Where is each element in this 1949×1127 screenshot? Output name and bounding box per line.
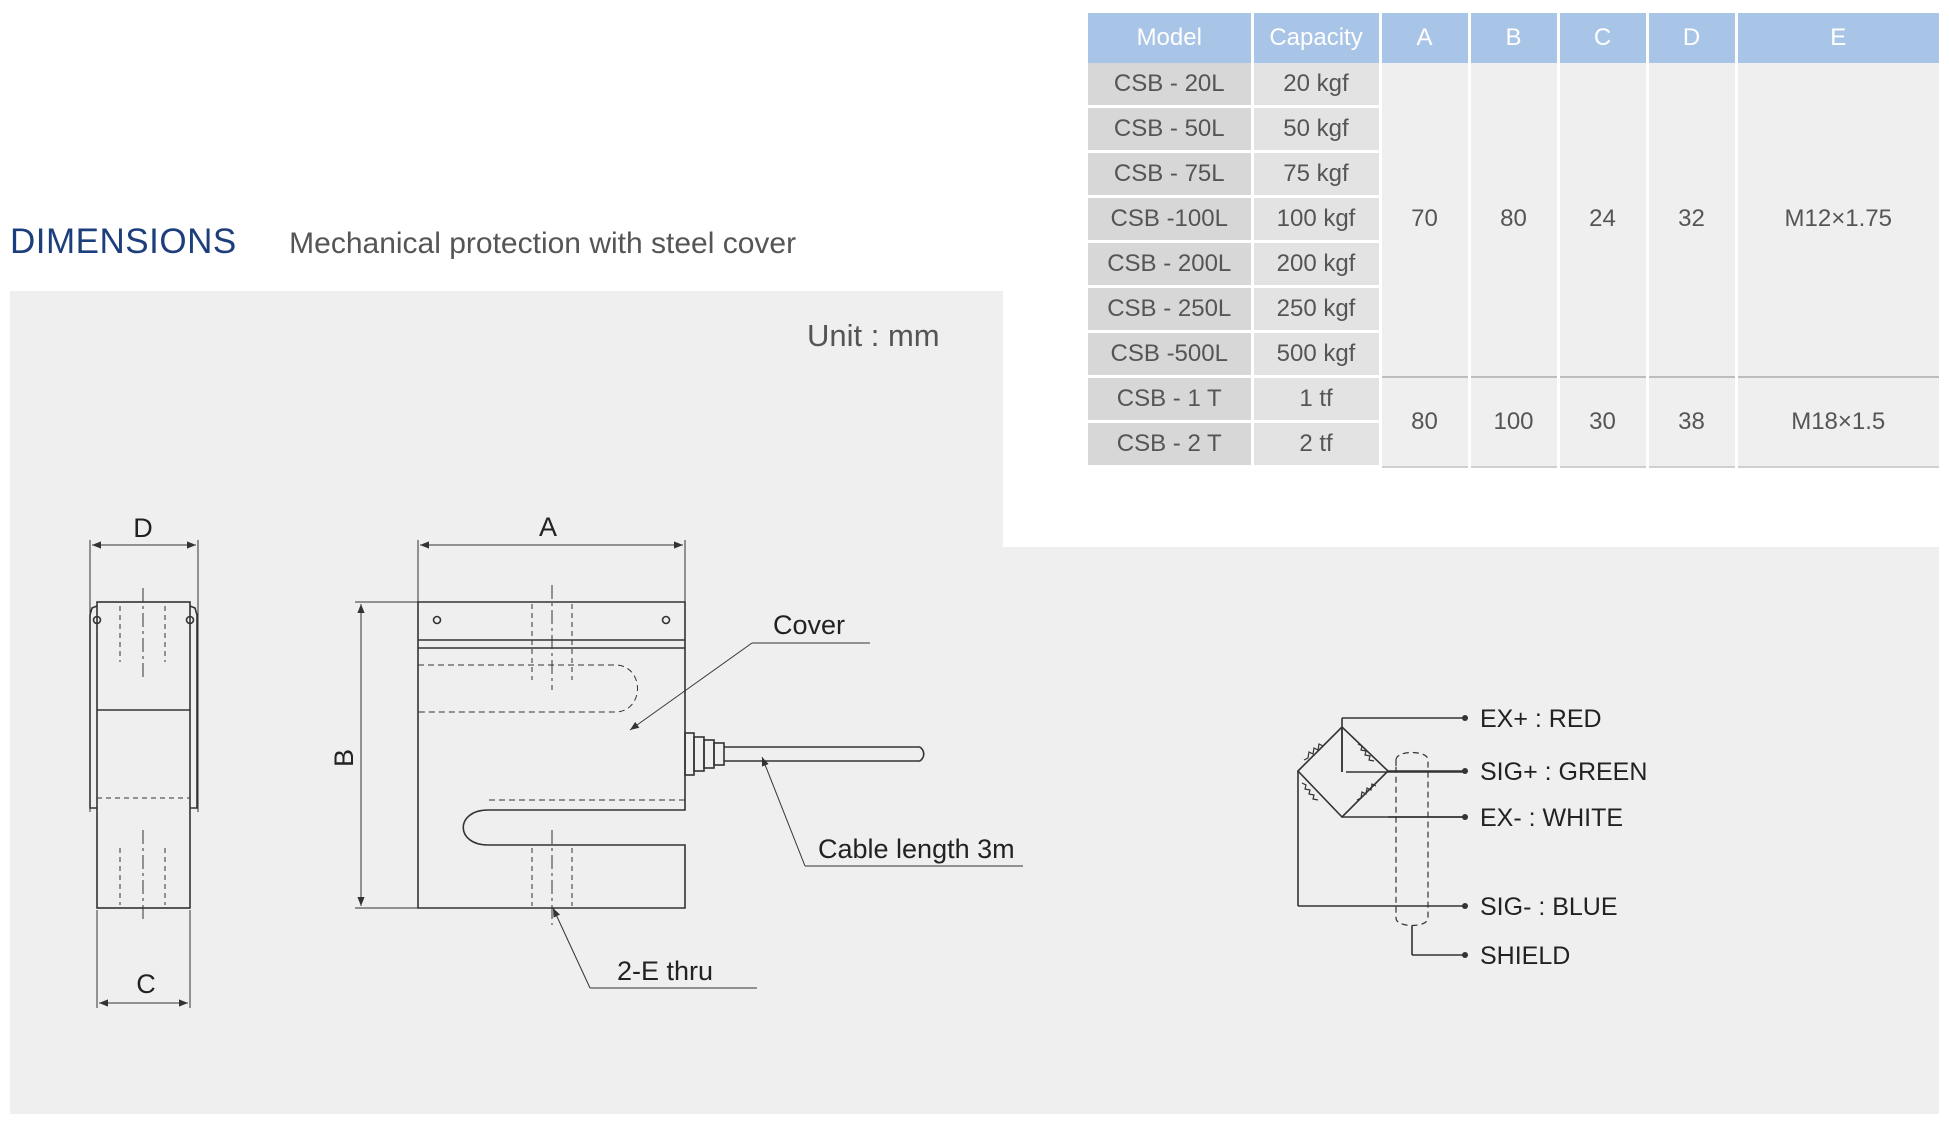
capacity-cell: 250 kgf — [1252, 286, 1382, 333]
wire-label-sig-minus: SIG- : BLUE — [1480, 893, 1618, 921]
capacity-cell: 50 kgf — [1252, 106, 1382, 153]
header-a: A — [1380, 13, 1471, 63]
capacity-cell: 20 kgf — [1252, 63, 1382, 108]
model-cell: CSB - 2 T — [1088, 421, 1254, 468]
cable-label: Cable length 3m — [818, 834, 1015, 864]
section-subtitle: Mechanical protection with steel cover — [289, 227, 797, 260]
section-heading: DIMENSIONS Mechanical protection with st… — [10, 222, 796, 262]
header-model: Model — [1088, 13, 1254, 63]
table-row: CSB - 50L 50 kgf — [1088, 106, 1939, 153]
spec-table: Model Capacity A B C D E CSB - 20L 20 kg… — [1088, 13, 1939, 468]
wire-label-ex-plus: EX+ : RED — [1480, 705, 1602, 733]
table-row: CSB - 20L 20 kgf 70 80 24 32 M12×1.75 — [1088, 63, 1939, 378]
table-row: CSB -100L 100 kgf — [1088, 196, 1939, 243]
wire-label-ex-minus: EX- : WHITE — [1480, 804, 1623, 832]
model-cell: CSB -100L — [1088, 196, 1254, 243]
thru-label: 2-E thru — [617, 956, 713, 986]
wire-end-dots — [1462, 715, 1468, 958]
model-cell: CSB -500L — [1088, 331, 1254, 378]
capacity-cell: 75 kgf — [1252, 151, 1382, 198]
dim-label-d: D — [133, 513, 153, 543]
dim-c-cell: 24 — [1558, 63, 1649, 378]
table-header-row: Model Capacity A B C D E — [1088, 13, 1939, 63]
header-d: D — [1647, 13, 1738, 63]
dim-e-cell: M18×1.5 — [1736, 376, 1939, 468]
capacity-cell: 100 kgf — [1252, 196, 1382, 243]
wire-label-shield: SHIELD — [1480, 942, 1570, 970]
model-cell: CSB - 200L — [1088, 241, 1254, 288]
side-view — [89, 540, 199, 1008]
dim-label-c: C — [136, 969, 156, 999]
header-b: B — [1469, 13, 1560, 63]
wiring-lines — [1341, 717, 1465, 818]
dim-d-cell: 38 — [1647, 376, 1738, 468]
wiring-diagram — [1296, 725, 1465, 956]
cover-label: Cover — [773, 610, 845, 640]
table-row: CSB -500L 500 kgf — [1088, 331, 1939, 378]
unit-label: Unit : mm — [807, 318, 940, 353]
table-row: CSB - 250L 250 kgf — [1088, 286, 1939, 333]
capacity-cell: 2 tf — [1252, 421, 1382, 468]
front-view — [355, 540, 1023, 989]
model-cell: CSB - 50L — [1088, 106, 1254, 153]
dim-c-cell: 30 — [1558, 376, 1649, 468]
table-row: CSB - 2 T 2 tf — [1088, 421, 1939, 468]
dim-b-cell: 80 — [1469, 63, 1560, 378]
wire-label-sig-plus: SIG+ : GREEN — [1480, 758, 1647, 786]
header-c: C — [1558, 13, 1649, 63]
dim-d-cell: 32 — [1647, 63, 1738, 378]
drawing-panel-bottom — [10, 547, 1939, 1114]
dim-label-a: A — [539, 512, 557, 542]
header-capacity: Capacity — [1252, 13, 1382, 63]
table-row: CSB - 1 T 1 tf 80 100 30 38 M18×1.5 — [1088, 376, 1939, 468]
dim-e-cell: M12×1.75 — [1736, 63, 1939, 378]
drawing-panel-top — [10, 291, 1003, 551]
dim-b-cell: 100 — [1469, 376, 1560, 468]
model-cell: CSB - 250L — [1088, 286, 1254, 333]
table-row: CSB - 200L 200 kgf — [1088, 241, 1939, 288]
dim-a-cell: 80 — [1380, 376, 1471, 468]
model-cell: CSB - 20L — [1088, 63, 1254, 108]
model-cell: CSB - 75L — [1088, 151, 1254, 198]
header-e: E — [1736, 13, 1939, 63]
dim-a-cell: 70 — [1380, 63, 1471, 378]
model-cell: CSB - 1 T — [1088, 376, 1254, 423]
section-title: DIMENSIONS — [10, 222, 237, 261]
capacity-cell: 200 kgf — [1252, 241, 1382, 288]
capacity-cell: 500 kgf — [1252, 331, 1382, 378]
dim-label-b: B — [329, 749, 359, 767]
capacity-cell: 1 tf — [1252, 376, 1382, 423]
table-row: CSB - 75L 75 kgf — [1088, 151, 1939, 198]
